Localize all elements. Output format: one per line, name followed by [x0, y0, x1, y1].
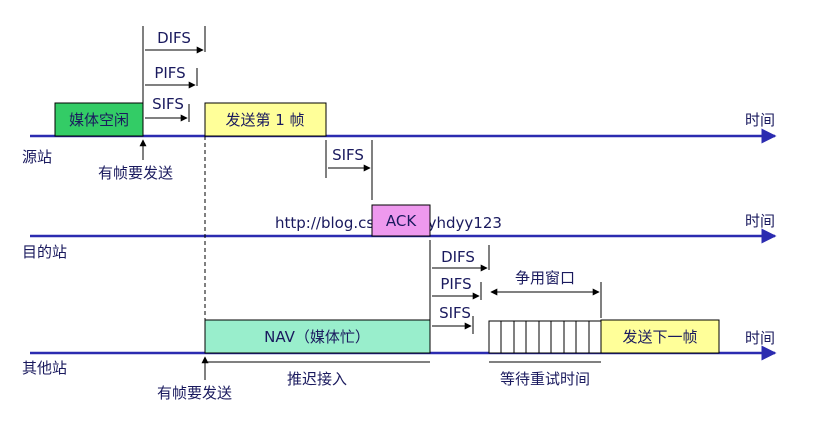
contention-window-label: 争用窗口 — [515, 269, 575, 287]
pifs-label-source: PIFS — [154, 64, 185, 82]
station-dest-label: 目的站 — [22, 243, 67, 261]
time-label-dest: 时间 — [745, 212, 775, 230]
sifs-label-source: SIFS — [152, 95, 184, 113]
station-source-label: 源站 — [22, 148, 52, 166]
send-next-frame-label: 发送下一帧 — [622, 328, 697, 346]
defer-access-label: 推迟接入 — [287, 370, 347, 388]
time-label-other: 时间 — [745, 329, 775, 347]
nav-label: NAV（媒体忙） — [264, 328, 370, 346]
ack-box — [371, 204, 431, 237]
backoff-wait-label: 等待重试时间 — [500, 370, 590, 388]
sifs-label-mid: SIFS — [332, 146, 364, 164]
difs-label-source: DIFS — [157, 29, 191, 47]
difs-label-other: DIFS — [441, 248, 475, 266]
medium-idle-label: 媒体空闲 — [69, 111, 129, 129]
ack-label: ACK — [386, 212, 417, 230]
send-next-frame-box — [600, 319, 720, 354]
backoff-slots — [488, 320, 602, 354]
medium-idle-box — [54, 102, 144, 137]
pifs-label-other: PIFS — [440, 275, 471, 293]
time-label-source: 时间 — [745, 111, 775, 129]
has-frame-source-label: 有帧要发送 — [98, 164, 173, 182]
station-other-label: 其他站 — [22, 359, 67, 377]
has-frame-other-label: 有帧要发送 — [157, 384, 232, 402]
sifs-label-other: SIFS — [439, 304, 471, 322]
send-first-frame-box — [204, 102, 327, 137]
nav-box — [204, 319, 431, 354]
send-first-frame-label: 发送第 1 帧 — [225, 111, 304, 129]
